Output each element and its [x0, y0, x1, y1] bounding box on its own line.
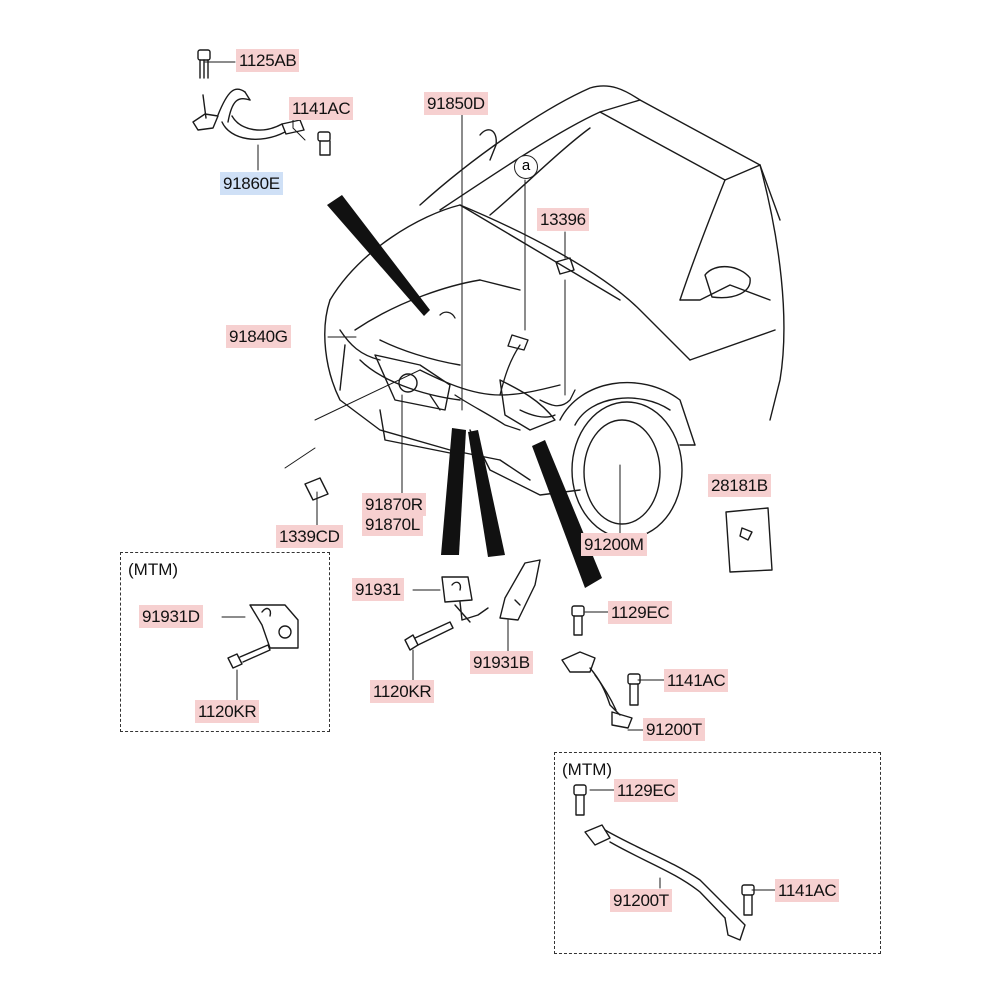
part-label-91200M[interactable]: 91200M [581, 533, 647, 556]
part-label-1141AC-top[interactable]: 1141AC [289, 97, 354, 120]
part-label-91870R[interactable]: 91870R [362, 493, 426, 516]
mtm-left-box [120, 552, 330, 732]
clip-13396 [555, 257, 575, 275]
part-label-91931B[interactable]: 91931B [470, 651, 533, 674]
part-label-91860E[interactable]: 91860E [220, 172, 283, 195]
part-label-1339CD[interactable]: 1339CD [276, 525, 343, 548]
callout-a-circle: a [514, 155, 538, 179]
bracket-91931B [499, 559, 541, 621]
part-label-1129EC[interactable]: 1129EC [608, 601, 673, 624]
leader-bands [327, 195, 602, 588]
part-label-91200T-box[interactable]: 91200T [610, 889, 672, 912]
mtm-left-title: (MTM) [128, 560, 179, 579]
part-label-13396[interactable]: 13396 [537, 208, 589, 231]
engine-harness [419, 311, 576, 431]
vehicle-outline [324, 85, 785, 539]
battery-cable-91860E [192, 49, 331, 156]
part-label-1125AB[interactable]: 1125AB [236, 49, 300, 72]
part-label-91870L[interactable]: 91870L [362, 513, 423, 536]
grommet-1339CD [304, 477, 329, 501]
part-label-91840G[interactable]: 91840G [226, 325, 291, 348]
leader-lines [204, 61, 776, 891]
part-label-91931[interactable]: 91931 [352, 578, 404, 601]
part-label-28181B[interactable]: 28181B [708, 474, 771, 497]
part-label-1141AC-mid[interactable]: 1141AC [664, 669, 729, 692]
part-label-1120KR-box[interactable]: 1120KR [195, 700, 260, 723]
part-label-91931D[interactable]: 91931D [139, 605, 203, 628]
bracket-91931 [441, 576, 489, 623]
part-label-91850D[interactable]: 91850D [424, 92, 488, 115]
part-label-1129EC-box[interactable]: 1129EC [614, 779, 679, 802]
part-label-1120KR[interactable]: 1120KR [370, 680, 435, 703]
mtm-left-parts [227, 604, 299, 669]
part-label-91200T[interactable]: 91200T [643, 718, 705, 741]
mtm-right-parts [573, 784, 755, 941]
mtm-right-box [554, 752, 881, 954]
part-label-1141AC-box[interactable]: 1141AC [775, 879, 840, 902]
pad-28181B [725, 507, 773, 573]
bolt-1120KR [404, 621, 454, 651]
mtm-right-title: (MTM) [562, 760, 613, 779]
ground-strap-91200T [561, 605, 641, 729]
